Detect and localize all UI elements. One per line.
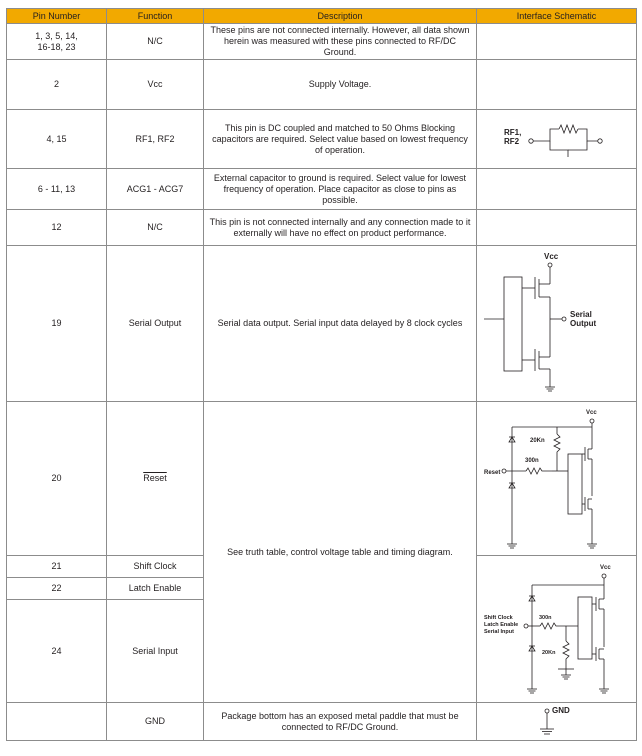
function-cell: Vcc [106,59,204,110]
rf-label-line2: RF2 [504,137,520,146]
gnd-schematic-drawing: GND [539,706,570,734]
pin-number-cell: 12 [6,209,107,246]
r20k-label: 20Kn [530,438,545,444]
reset-function-label: Reset [143,473,167,483]
function-cell: ACG1 - ACG7 [106,168,204,210]
serial-input-label: Serial Input [484,629,514,635]
shared-description-cell: See truth table, control voltage table a… [203,401,477,703]
description-cell: These pins are not connected internally.… [203,23,477,60]
vcc-inputs-label: Vcc [600,565,611,571]
r20kb-label: 20Kn [542,650,556,656]
table-row: 6 - 11, 13 ACG1 - ACG7 External capacito… [6,168,637,210]
description-cell: Package bottom has an exposed metal padd… [203,702,477,741]
header-pin-number: Pin Number [6,8,107,24]
header-function: Function [106,8,204,24]
function-cell: N/C [106,209,204,246]
schematic-cell [476,168,637,210]
pin-number-cell [6,702,107,741]
description-cell: Serial data output. Serial input data de… [203,245,477,402]
pin-number-cell: 20 [6,401,107,556]
description-cell: This pin is not connected internally and… [203,209,477,246]
vcc-reset-label: Vcc [586,410,597,416]
table-row: 20 Reset See truth table, control voltag… [6,401,637,703]
digital-inputs-schematic: Vcc Shift Clock Latch Enable Serial Inpu… [476,555,637,703]
r300b-label: 300n [539,615,552,621]
pin-number-cell: 22 [6,577,107,600]
table-row: 2 Vcc Supply Voltage. [6,59,637,110]
table-row: 19 Serial Output Serial data output. Ser… [6,245,637,402]
pin-number-cell: 2 [6,59,107,110]
function-cell: Reset [106,401,204,556]
table-row: GND Package bottom has an exposed metal … [6,702,637,741]
pin-number-cell: 6 - 11, 13 [6,168,107,210]
table-row: 21 Shift Clock Vcc Shift Clock Latch Ena… [6,555,637,703]
description-cell: Supply Voltage. [203,59,477,110]
table-header-row: Pin Number Function Description Interfac… [6,8,637,24]
shift-clock-input-label: Shift Clock [484,615,514,621]
header-interface-schematic: Interface Schematic [476,8,637,24]
serial-output-label-line1: Serial [570,310,592,319]
serial-output-label: Serial Output [570,310,597,328]
serial-output-schematic: Vcc [476,245,637,402]
serial-output-schematic-drawing: Vcc [483,252,597,391]
function-cell: Serial Output [106,245,204,402]
function-cell: Serial Input [106,599,204,703]
serial-output-label-line2: Output [570,319,597,328]
gnd-schematic: GND [476,702,637,741]
pin-number-cell: 1, 3, 5, 14, 16-18, 23 [6,23,107,60]
reset-schematic-drawing: Vcc 20Kn 300n Reset [484,410,597,548]
digital-inputs-schematic-drawing: Vcc Shift Clock Latch Enable Serial Inpu… [484,565,611,694]
input-labels: Shift Clock Latch Enable Serial Input [484,615,520,635]
header-description: Description [203,8,477,24]
table-row: 1, 3, 5, 14, 16-18, 23 N/C These pins ar… [6,23,637,60]
pin-number-cell: 24 [6,599,107,703]
pin-description-table: Pin Number Function Description Interfac… [6,8,637,741]
rf-port-label: RF1, RF2 [504,128,524,146]
schematic-cell [476,23,637,60]
schematic-cell [476,59,637,110]
reset-schematic: Vcc 20Kn 300n Reset [476,401,637,556]
table-row: 12 N/C This pin is not connected interna… [6,209,637,246]
pin-number-cell: 4, 15 [6,109,107,169]
function-cell: Latch Enable [106,577,204,600]
rf-port-schematic: RF1, RF2 [476,109,637,169]
function-cell: Shift Clock [106,555,204,578]
pin-number-cell: 19 [6,245,107,402]
rf-label-line1: RF1, [504,128,521,137]
function-cell: N/C [106,23,204,60]
schematic-cell [476,209,637,246]
description-cell: External capacitor to ground is required… [203,168,477,210]
rf-port-schematic-drawing: RF1, RF2 [504,123,603,157]
r300-label: 300n [525,458,539,464]
pin-number-cell: 21 [6,555,107,578]
description-cell: This pin is DC coupled and matched to 50… [203,109,477,169]
function-cell: GND [106,702,204,741]
vcc-label: Vcc [544,252,559,261]
latch-enable-input-label: Latch Enable [484,622,518,628]
table-row: 4, 15 RF1, RF2 This pin is DC coupled an… [6,109,637,169]
reset-label: Reset [484,470,500,476]
gnd-label: GND [552,706,570,715]
function-cell: RF1, RF2 [106,109,204,169]
table-row: 24 Serial Input [6,599,637,703]
